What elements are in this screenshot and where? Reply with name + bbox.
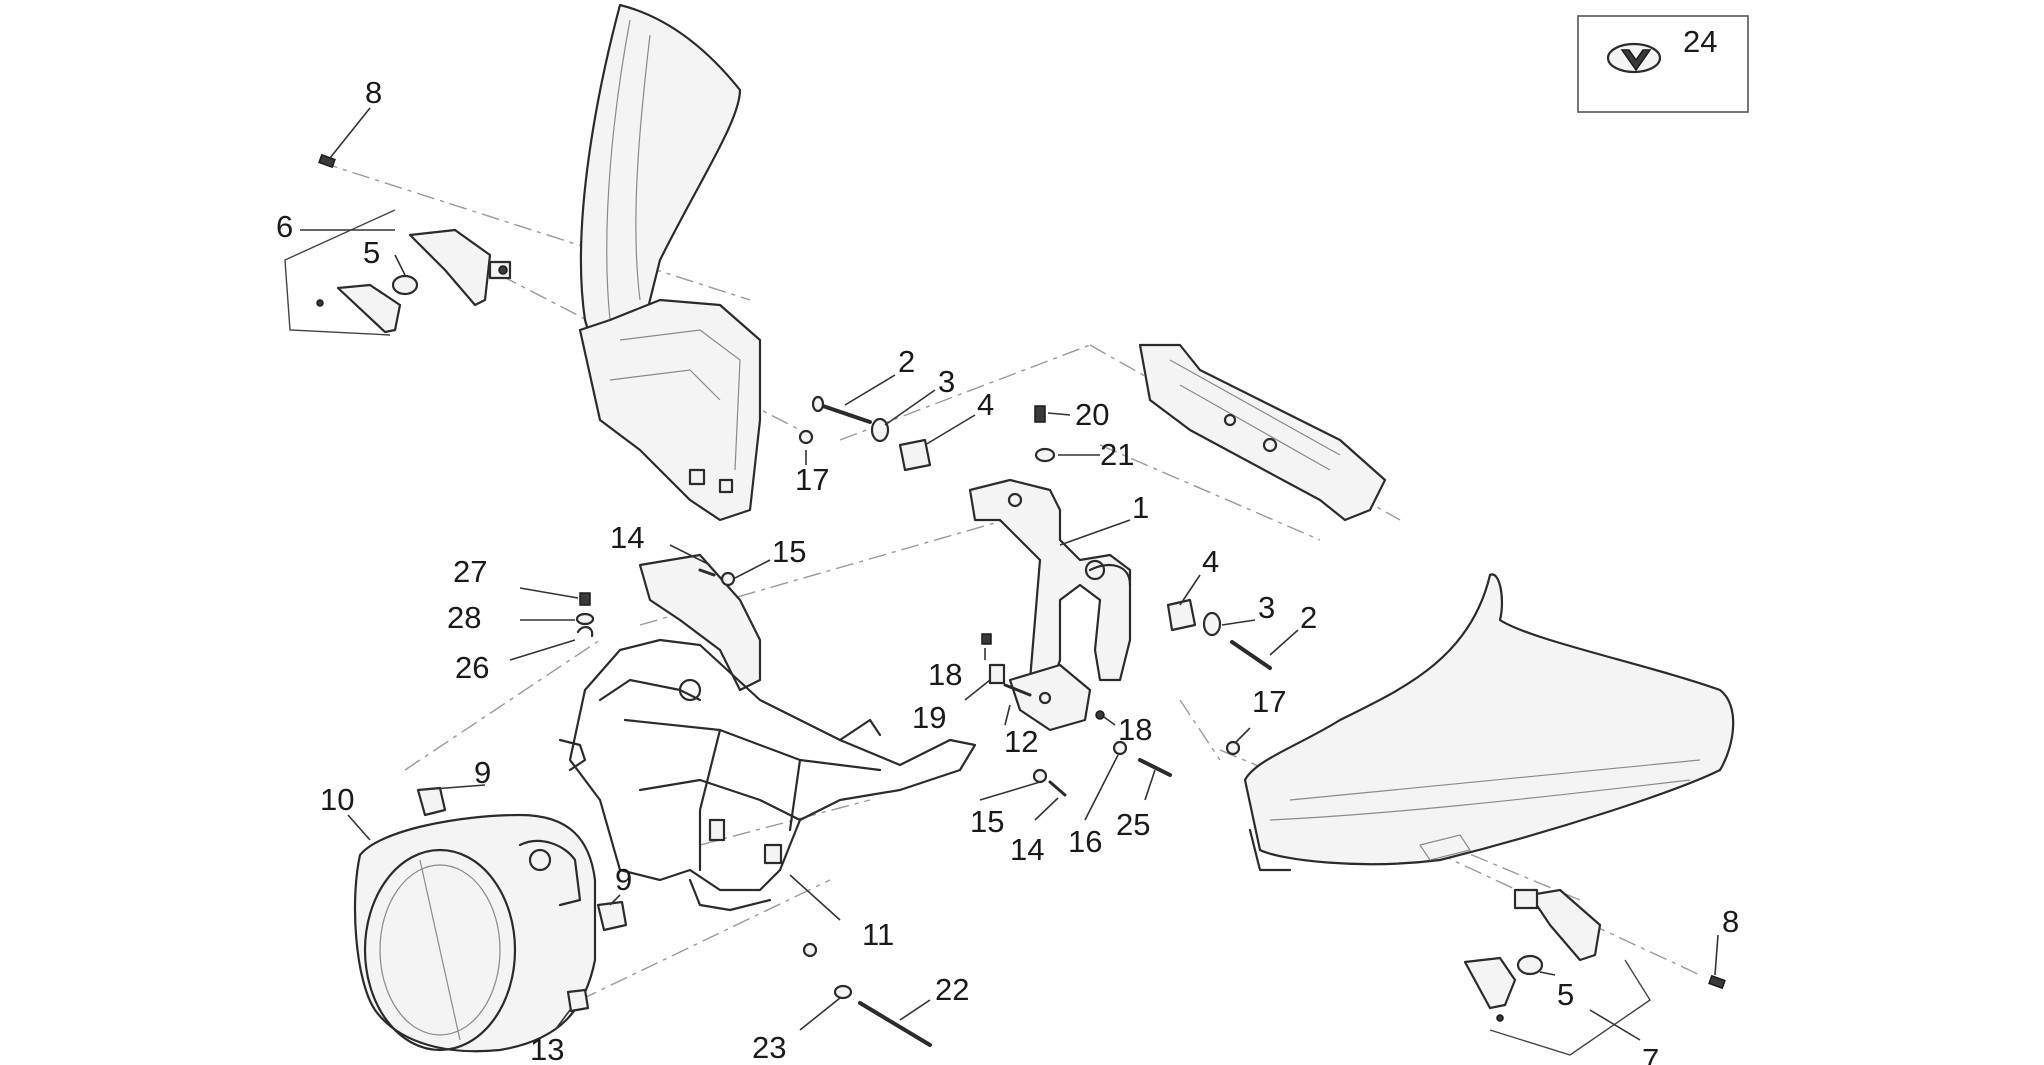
callout-5: 5 — [363, 235, 380, 270]
callout-9: 9 — [474, 755, 491, 790]
callout-17: 17 — [795, 462, 829, 497]
callout-1: 1 — [1132, 490, 1149, 525]
headlight-assembly — [353, 813, 597, 1053]
callout-20: 20 — [1075, 397, 1109, 432]
callout-24: 24 — [1683, 24, 1717, 59]
callout-4: 4 — [1202, 544, 1219, 579]
inner-cowl-panel — [578, 298, 762, 522]
callout-3: 3 — [1258, 590, 1275, 625]
callout-3: 3 — [938, 364, 955, 399]
callout-15: 15 — [970, 804, 1004, 839]
callout-16: 16 — [1068, 824, 1102, 859]
clip-icon — [1606, 42, 1662, 74]
windshield-part — [579, 3, 742, 372]
callout-14: 14 — [1010, 832, 1044, 867]
callout-25: 25 — [1116, 807, 1150, 842]
callout-21: 21 — [1100, 437, 1134, 472]
right-turn-signal — [1463, 888, 1602, 1010]
callout-8: 8 — [1722, 904, 1739, 939]
leader-lines — [300, 107, 1719, 1041]
callout-2: 2 — [1300, 600, 1317, 635]
upper-bracket — [968, 478, 1132, 692]
callout-28: 28 — [447, 600, 481, 635]
callout-27: 27 — [453, 554, 487, 589]
callout-9: 9 — [615, 862, 632, 897]
callout-12: 12 — [1004, 724, 1038, 759]
left-turn-signal — [336, 228, 512, 334]
callout-22: 22 — [935, 972, 969, 1007]
callout-14: 14 — [610, 520, 644, 555]
callout-18: 18 — [1118, 712, 1152, 747]
callout-4: 4 — [977, 387, 994, 422]
upper-mount-bar — [1138, 343, 1387, 522]
callout-6: 6 — [276, 209, 293, 244]
small-mount-plate — [1008, 663, 1092, 732]
callout-19: 19 — [912, 700, 946, 735]
callout-2: 2 — [898, 344, 915, 379]
inset-box — [1577, 15, 1749, 113]
callout-23: 23 — [752, 1030, 786, 1065]
callout-10: 10 — [320, 782, 354, 817]
callout-7: 7 — [1642, 1042, 1659, 1065]
callout-11: 11 — [862, 917, 894, 952]
callout-5: 5 — [1557, 977, 1574, 1012]
callout-13: 13 — [530, 1032, 564, 1065]
group-brackets — [284, 209, 1651, 1056]
callout-15: 15 — [772, 534, 806, 569]
callout-17: 17 — [1252, 684, 1286, 719]
side-fairing — [1243, 573, 1735, 872]
callout-8: 8 — [365, 75, 382, 110]
callout-26: 26 — [455, 650, 489, 685]
callout-18: 18 — [928, 657, 962, 692]
headlight-subframe — [558, 553, 977, 912]
callout-labels: 1 2 2 3 3 4 4 5 5 6 7 8 8 9 9 10 11 12 1… — [276, 24, 1739, 1065]
